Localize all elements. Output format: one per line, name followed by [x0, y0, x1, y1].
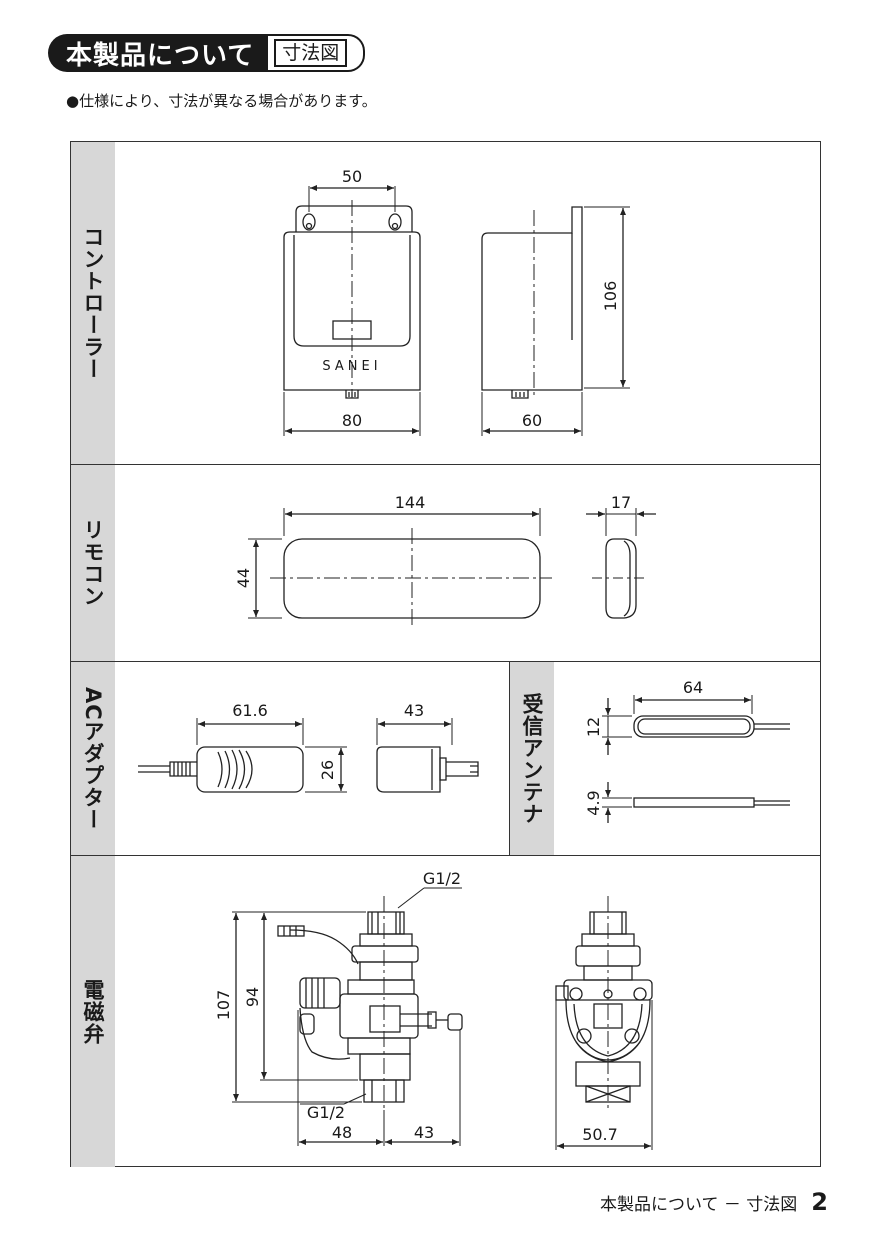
adapter-plug: [376, 718, 479, 793]
dim-valve-height-body: 94: [243, 987, 262, 1007]
column-divider: [509, 661, 510, 855]
brand-logo: SANEI: [322, 359, 381, 374]
label-remote: リモコン: [71, 465, 115, 661]
thread-top: G1/2: [423, 869, 461, 888]
label-valve: 電磁弁: [71, 856, 115, 1167]
label-antenna: 受信アンテナ: [510, 662, 554, 855]
dim-controller-depth: 60: [522, 411, 542, 430]
antenna-side: [602, 782, 790, 823]
dim-remote-depth: 17: [611, 493, 631, 512]
valve-front: [232, 887, 463, 1146]
dim-remote-height: 44: [234, 568, 253, 588]
remote-front: [248, 508, 552, 628]
label-adapter: ACアダプター: [71, 662, 115, 855]
controller-front: [283, 185, 421, 436]
antenna-top: [602, 695, 790, 755]
dim-antenna-height: 12: [584, 717, 603, 737]
dim-valve-left: 48: [332, 1123, 352, 1142]
remote-side: [586, 508, 656, 619]
label-controller: コントローラー: [71, 142, 115, 464]
dim-valve-right: 43: [414, 1123, 434, 1142]
dim-valve-height-total: 107: [214, 990, 233, 1021]
subtitle: 寸法図: [274, 39, 348, 67]
valve-side: [555, 896, 653, 1150]
dim-adapter-height: 26: [318, 760, 337, 780]
row-divider: [71, 661, 820, 662]
adapter-body: [138, 718, 347, 793]
dim-adapter-depth: 43: [404, 701, 424, 720]
dim-antenna-thickness: 4.9: [584, 790, 603, 815]
dim-controller-width: 80: [342, 411, 362, 430]
thread-bottom: G1/2: [307, 1103, 345, 1122]
page-number: 2: [811, 1188, 828, 1216]
dimension-table: コントローラー リモコン ACアダプター 受信アンテナ 電磁弁: [70, 141, 821, 1167]
spec-note: ●仕様により、寸法が異なる場合があります。: [66, 92, 377, 110]
footer-text: 本製品について － 寸法図: [599, 1195, 798, 1215]
page-footer: 本製品について － 寸法図 2: [600, 1188, 828, 1216]
page-title: 本製品について: [48, 34, 269, 72]
dim-adapter-width: 61.6: [232, 701, 268, 720]
subtitle-tab: 寸法図: [268, 34, 366, 72]
controller-side: [481, 206, 630, 436]
row-divider: [71, 855, 820, 856]
dim-valve-side-width: 50.7: [582, 1125, 618, 1144]
dim-controller-hole-pitch: 50: [342, 167, 362, 186]
dim-remote-width: 144: [395, 493, 426, 512]
dim-antenna-width: 64: [683, 678, 703, 697]
dim-controller-height: 106: [601, 281, 620, 312]
row-divider: [71, 464, 820, 465]
section-header: 本製品について 寸法図: [48, 34, 366, 72]
